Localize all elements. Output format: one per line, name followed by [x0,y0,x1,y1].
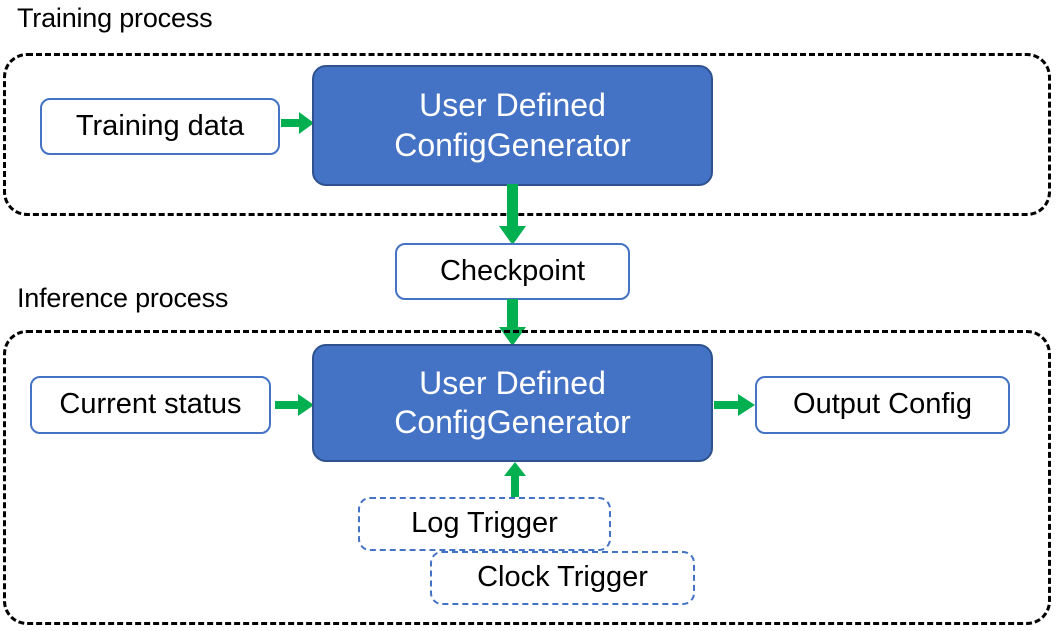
inference-process-title: Inference process [17,283,229,313]
node-clock-trigger[interactable]: Clock Trigger [430,551,695,605]
arrow-training-data-to-generator [281,110,315,136]
training-generator-line1: User Defined [419,87,606,124]
node-current-status[interactable]: Current status [30,376,271,434]
arrow-current-status-to-generator [275,392,315,418]
training-process-container [3,53,1051,216]
arrow-generator-to-output-config [714,392,756,418]
node-training-data[interactable]: Training data [40,98,280,155]
node-checkpoint[interactable]: Checkpoint [395,243,630,300]
arrow-training-generator-to-checkpoint [498,184,528,246]
inference-process-container [3,330,1051,625]
node-log-trigger[interactable]: Log Trigger [358,497,611,551]
arrow-log-trigger-to-generator [503,462,527,500]
inference-generator-line2: ConfigGenerator [394,404,631,440]
node-training-config-generator[interactable]: User Defined ConfigGenerator [312,65,713,186]
training-generator-line2: ConfigGenerator [394,126,631,163]
arrow-checkpoint-to-inference-generator [498,299,528,347]
inference-generator-line1: User Defined [419,364,606,401]
node-inference-config-generator[interactable]: User Defined ConfigGenerator [312,344,713,462]
training-process-title: Training process [17,3,213,33]
node-output-config[interactable]: Output Config [755,376,1010,434]
